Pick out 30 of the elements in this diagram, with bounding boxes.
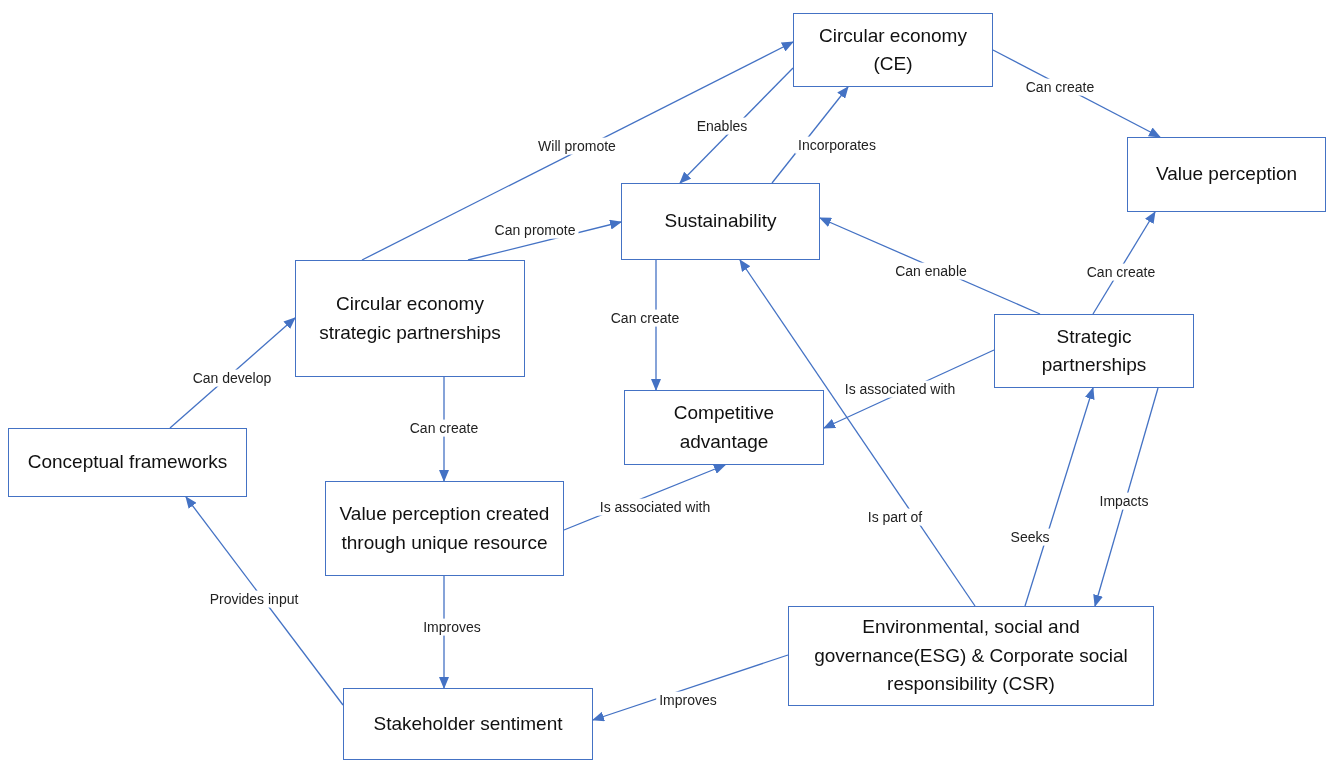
concept-box [621, 183, 820, 260]
arrow [361, 41, 794, 261]
edge-label: Will promote [535, 137, 619, 155]
concept-label: Environmental, social and governance(ESG) & Corporate social responsibility (CSR) [813, 615, 1129, 697]
concept-box [788, 606, 1154, 706]
edge-label: Improves [656, 691, 720, 709]
concept-label: Circular economy (CE) [818, 23, 968, 76]
edge-label: Incorporates [795, 136, 879, 154]
concept-box [994, 314, 1194, 388]
concept-box [325, 481, 564, 576]
concept-label: Sustainability [664, 209, 777, 234]
concept-label: Value perception [1155, 162, 1298, 187]
concept-label: Stakeholder sentiment [373, 711, 563, 736]
concept-box [624, 390, 824, 465]
concept-box [8, 428, 247, 497]
concept-label: Circular economy strategic partnerships [318, 292, 502, 345]
concept-box [1127, 137, 1326, 212]
concept-label: Strategic partnerships [1040, 324, 1148, 377]
arrow [1024, 387, 1095, 607]
concept-box [343, 688, 593, 760]
concept-label: Competitive advantage [672, 401, 776, 454]
concept-box [793, 13, 993, 87]
concept-label: Value perception created through unique resource [338, 502, 551, 555]
arrow [739, 259, 976, 607]
arrow [185, 496, 344, 706]
concept-box [295, 260, 525, 377]
arrow [651, 259, 661, 391]
arrow [592, 654, 789, 722]
concept-label: Conceptual frameworks [27, 450, 228, 475]
arrow [1093, 387, 1159, 607]
